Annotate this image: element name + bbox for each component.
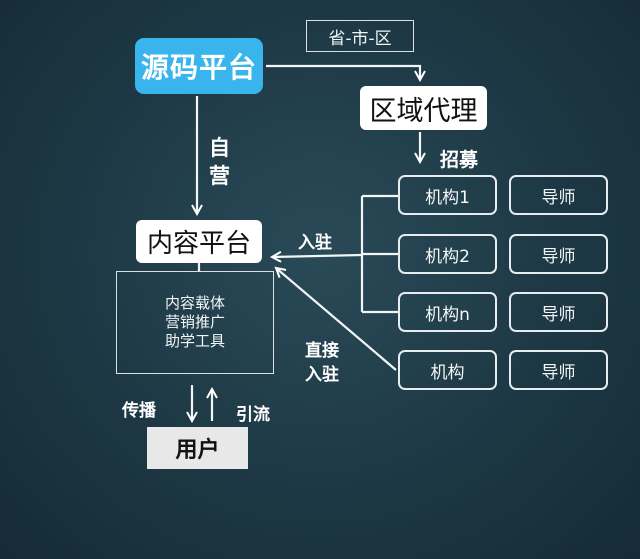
source-platform-node: 源码平台 [135,38,263,94]
label-direct-2: 入驻 [305,365,339,385]
content-platform-node: 内容平台 [136,220,262,263]
label-direct-1: 直接 [305,341,339,361]
label-recruit: 招募 [440,149,479,171]
mentor-node-n: 导师 [509,292,608,332]
institution-node-n: 机构n [398,292,497,332]
regional-agent-node: 区域代理 [360,86,487,130]
label-drain: 引流 [236,405,270,425]
institution-node-direct: 机构 [398,350,497,390]
region-scope-tag: 省-市-区 [306,20,414,52]
mentor-node-2: 导师 [509,234,608,274]
label-self-2: 营 [209,163,230,188]
arrow-settle-in [272,255,363,257]
platform-tools-box: 内容载体 营销推广 助学工具 [116,271,274,374]
tool-marketing: 营销推广 [164,313,225,331]
user-node: 用户 [147,427,248,469]
tool-content-carrier: 内容载体 [164,294,225,312]
label-spread: 传播 [122,401,156,421]
mentor-node-direct: 导师 [509,350,608,390]
institution-node-2: 机构2 [398,234,497,274]
institution-node-1: 机构1 [398,175,497,215]
arrow-direct-settle [276,268,397,371]
label-settle-in: 入驻 [298,233,332,253]
tool-study-aid: 助学工具 [164,332,225,350]
mentor-node-1: 导师 [509,175,608,215]
label-self-1: 自 [209,135,230,160]
arrow-to-agent [266,64,420,80]
